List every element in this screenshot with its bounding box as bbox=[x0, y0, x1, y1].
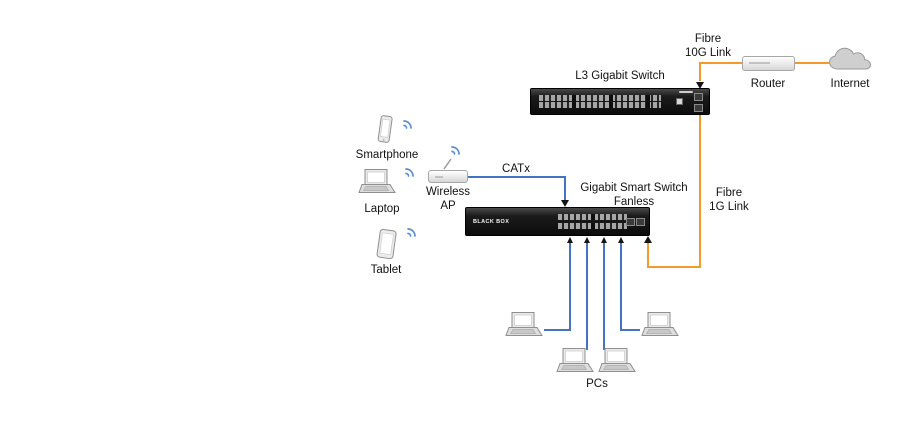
console-port bbox=[676, 98, 683, 105]
pc-laptop-icon bbox=[556, 348, 594, 375]
wifi-waves-icon bbox=[398, 226, 418, 246]
arrow-port-4 bbox=[618, 237, 624, 243]
smartphone-label: Smartphone bbox=[355, 149, 419, 161]
smart-switch-label: Gigabit Smart Switch Fanless bbox=[580, 182, 688, 209]
wireless-ap-label: Wireless AP bbox=[425, 186, 471, 213]
fibre-10g-link-line bbox=[699, 62, 742, 81]
ap-vent bbox=[435, 176, 443, 178]
wifi-waves-icon bbox=[394, 118, 414, 138]
wifi-waves-icon bbox=[442, 144, 462, 164]
internet-cloud-icon bbox=[827, 45, 873, 73]
sfp-port bbox=[694, 93, 703, 101]
sfp-port bbox=[636, 218, 645, 226]
l3-switch-label: L3 Gigabit Switch bbox=[575, 70, 665, 82]
smartphone-icon bbox=[374, 114, 396, 146]
fibre-1g-link-line bbox=[647, 115, 701, 268]
pc-laptop-icon bbox=[641, 312, 679, 339]
pc-laptop-icon bbox=[505, 312, 543, 339]
router-box-icon bbox=[742, 56, 795, 71]
gigabit-smart-switch: BLACK BOX bbox=[465, 207, 650, 236]
arrow-into-smart-switch-bottom bbox=[644, 236, 652, 243]
arrow-port-2 bbox=[584, 237, 590, 243]
sfp-port bbox=[694, 104, 703, 112]
catx-label: CATx bbox=[502, 163, 530, 175]
arrow-port-1 bbox=[567, 237, 573, 243]
router-label: Router bbox=[750, 78, 786, 90]
catx-line bbox=[468, 176, 566, 200]
wifi-waves-icon bbox=[396, 166, 416, 186]
smart-switch-ports bbox=[558, 214, 627, 229]
model-label-stripe bbox=[679, 91, 693, 93]
router-vent bbox=[749, 62, 770, 64]
l3-switch-ports bbox=[539, 95, 661, 108]
arrow-port-3 bbox=[601, 237, 607, 243]
tablet-icon bbox=[374, 228, 399, 261]
pcs-label: PCs bbox=[586, 378, 608, 390]
fibre-10g-link-label: Fibre 10G Link bbox=[684, 33, 732, 60]
pc-laptop-icon bbox=[598, 348, 636, 375]
sfp-port bbox=[626, 218, 635, 226]
arrowheads bbox=[561, 82, 704, 243]
ap-antenna bbox=[441, 156, 455, 170]
fibre-1g-link-label: Fibre 1G Link bbox=[709, 187, 749, 214]
laptop-label: Laptop bbox=[364, 203, 400, 215]
wireless-ap-icon bbox=[428, 170, 468, 183]
arrow-into-l3-switch bbox=[696, 82, 704, 89]
laptop-icon bbox=[358, 169, 396, 196]
l3-gigabit-switch bbox=[530, 88, 710, 115]
tablet-label: Tablet bbox=[370, 264, 402, 276]
pc1-line bbox=[544, 243, 571, 331]
internet-label: Internet bbox=[830, 78, 870, 90]
brand-label: BLACK BOX bbox=[473, 218, 510, 225]
pc4-line bbox=[620, 243, 640, 331]
arrow-into-smart-switch-top bbox=[561, 200, 569, 207]
